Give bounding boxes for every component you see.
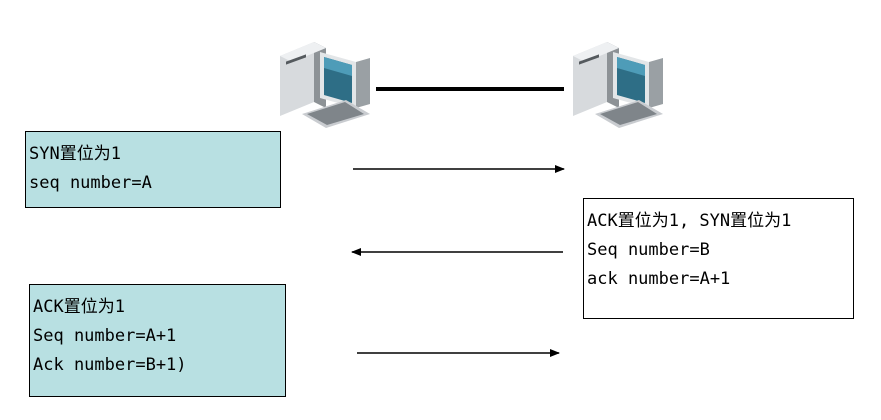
syn-segment-box: SYN置位为1 seq number=A [25, 131, 281, 208]
syn-ack-flag-text: ACK置位为1, SYN置位为1 [587, 211, 792, 231]
syn-ack-ack-text: ack number=A+1 [587, 269, 731, 289]
ack-seq-text: Seq number=A+1 [33, 326, 177, 346]
syn-ack-segment-box: ACK置位为1, SYN置位为1 Seq number=B ack number… [583, 198, 854, 319]
syn-seq-text: seq number=A [29, 173, 152, 193]
ack-segment-box: ACK置位为1 Seq number=A+1 Ack number=B+1) [29, 284, 286, 397]
desktop-computer-icon [573, 42, 663, 128]
ack-flag-text: ACK置位为1 [33, 297, 125, 317]
ack-ack-text: Ack number=B+1) [33, 355, 187, 375]
desktop-computer-icon [280, 42, 370, 128]
syn-flag-text: SYN置位为1 [29, 144, 121, 164]
syn-ack-seq-text: Seq number=B [587, 240, 710, 260]
